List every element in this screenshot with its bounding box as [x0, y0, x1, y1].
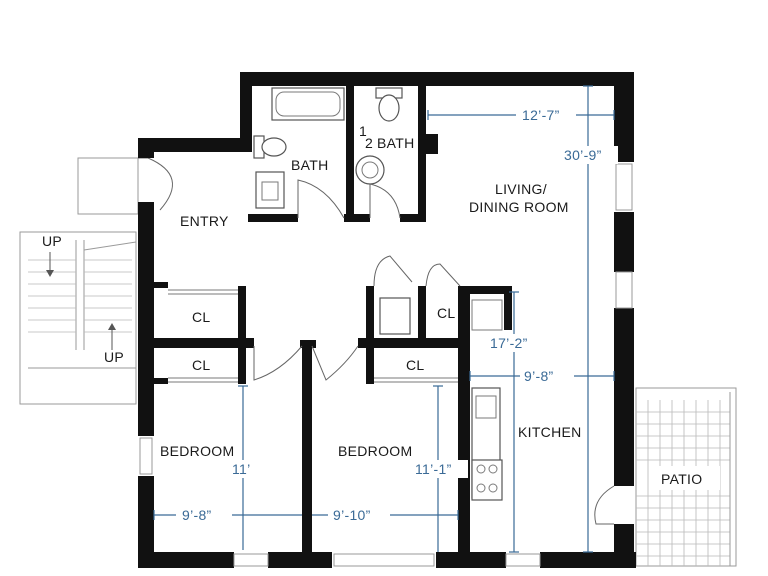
kitchen-sink-icon [475, 395, 497, 419]
bath-door-icon [297, 179, 345, 219]
room-label-bedroom-2: BEDROOM [338, 443, 412, 459]
half-bath-door-icon [369, 183, 401, 219]
stove-icon [471, 459, 503, 501]
washer-dryer-icon [379, 297, 411, 335]
closet-door-2-icon [425, 263, 461, 287]
bathtub-icon [271, 87, 345, 121]
exterior-stairs: UP UP [19, 231, 137, 405]
room-label-entry: ENTRY [180, 213, 229, 229]
fixtures [253, 87, 503, 501]
half-bath-sink-icon [355, 155, 385, 185]
room-label-closet-2: CL [192, 357, 211, 373]
toilet-bowl-icon [261, 137, 287, 157]
room-label-living-line2: DINING ROOM [469, 199, 569, 215]
room-label-living-line1: LIVING/ [495, 181, 547, 197]
doors [139, 163, 633, 567]
bedroom2-door-icon [311, 345, 359, 381]
patio-door-icon [594, 485, 615, 525]
stair-up-label-bottom: UP [104, 349, 124, 365]
dim-bedroom2-depth: 11’-1” [415, 461, 452, 477]
stair-down-arrow-icon [46, 270, 54, 277]
room-label-bath: BATH [291, 157, 329, 173]
room-label-patio: PATIO [661, 471, 702, 487]
bedroom1-door-icon [253, 345, 303, 381]
dim-kitchen-depth: 17’-2” [490, 335, 528, 351]
dim-kitchen-width: 9’-8” [524, 368, 554, 384]
room-label-closet-4: CL [406, 357, 425, 373]
closet-door-icon [373, 255, 413, 287]
room-label-closet-3: CL [437, 305, 456, 321]
stair-up-label-top: UP [42, 233, 62, 249]
half-bath-toilet-bowl-icon [378, 94, 400, 122]
walls [138, 72, 636, 568]
dim-bedroom1-width: 9’-8” [182, 507, 212, 523]
room-label-half-bath: BATH [377, 135, 415, 151]
half-bath-subscript: 2 [365, 135, 373, 151]
stair-up-arrow-icon [108, 323, 116, 330]
bath-sink-icon [255, 171, 285, 209]
dim-bedroom2-width: 9’-10” [333, 507, 371, 523]
half-bath-fraction: 1 [359, 123, 367, 139]
room-label-closet-1: CL [192, 309, 211, 325]
dim-living-width: 12’-7” [522, 107, 560, 123]
dim-bedroom1-depth: 11’ [232, 461, 251, 477]
room-label-bedroom-1: BEDROOM [160, 443, 234, 459]
room-label-kitchen: KITCHEN [518, 424, 582, 440]
dim-living-depth: 30’-9” [564, 147, 602, 163]
entry-landing [77, 157, 173, 215]
patio-grid [635, 387, 737, 567]
